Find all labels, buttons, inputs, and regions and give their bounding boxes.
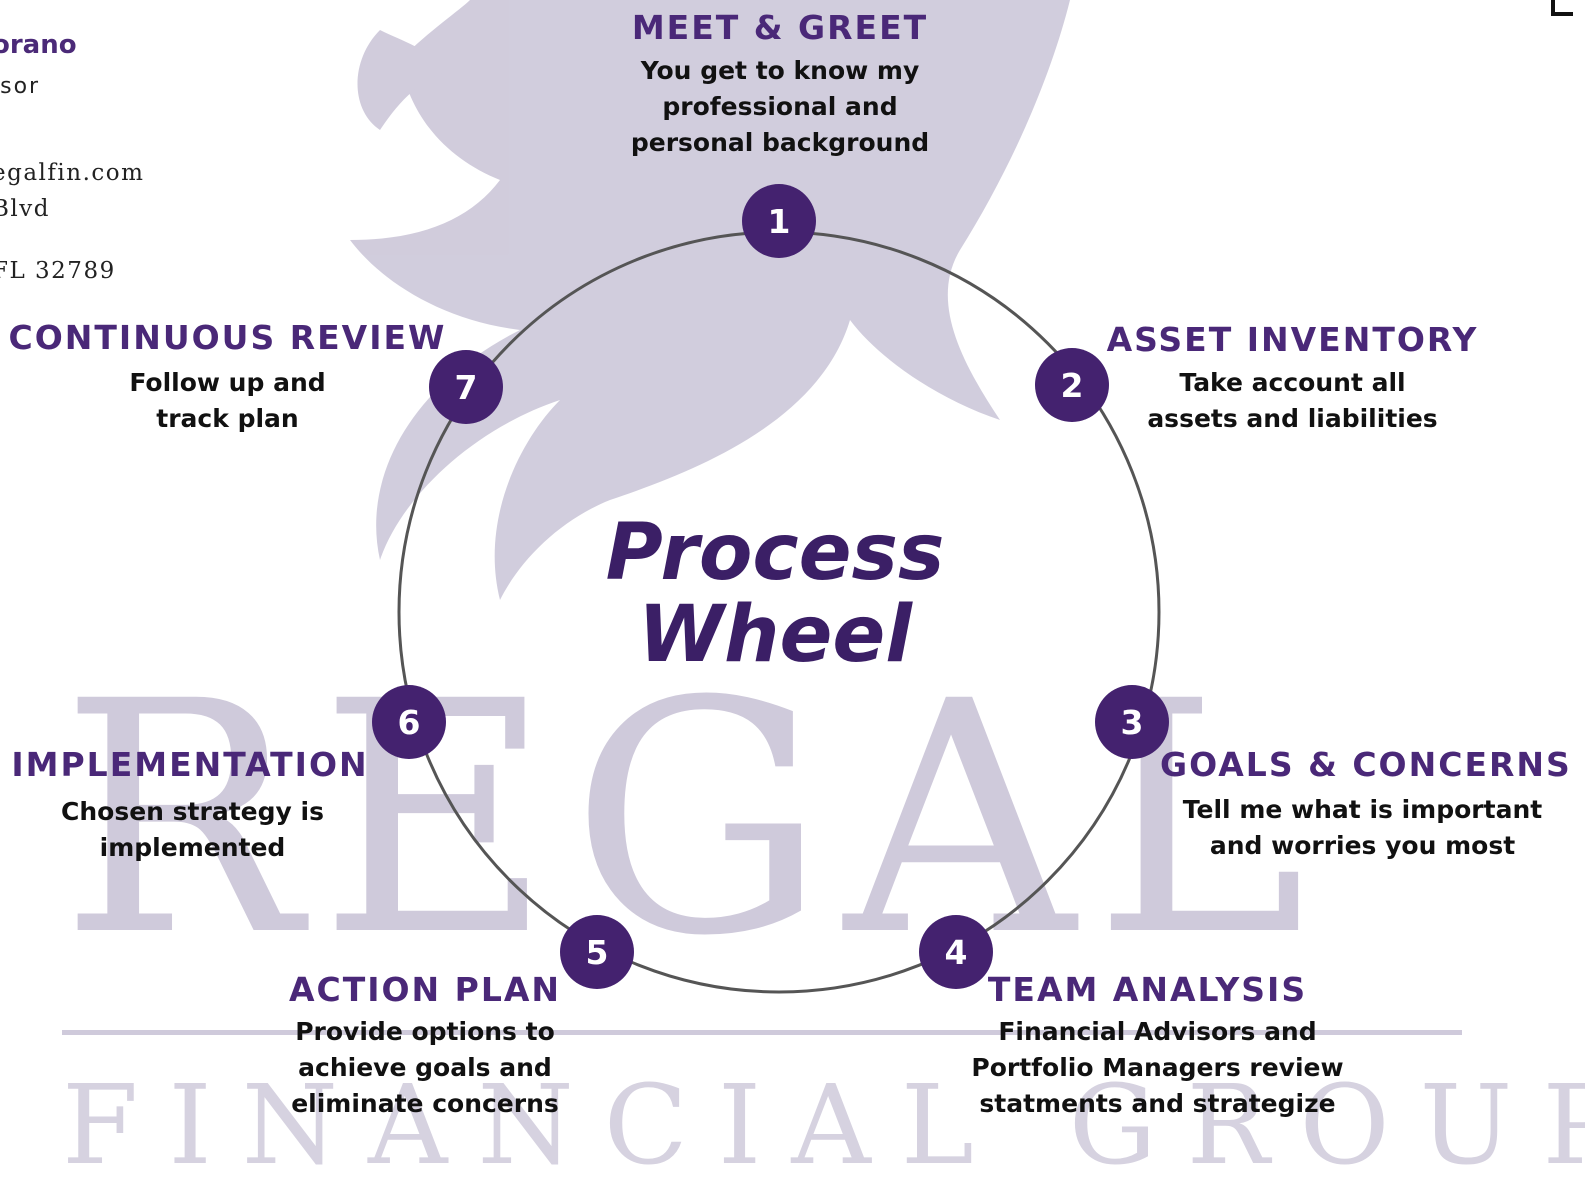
step-3-description: Tell me what is important and worries yo… [1182, 795, 1543, 860]
step-4-description: Financial Advisors and Portfolio Manager… [971, 1017, 1344, 1118]
corner-bracket-icon [1551, 0, 1573, 16]
step-5-number: 5 [586, 933, 609, 972]
step-2-number: 2 [1061, 366, 1084, 405]
center-title-line-2: Wheel [637, 590, 913, 680]
contact-email: egalfin.com [0, 160, 145, 186]
step-2-node: 2 [1035, 348, 1109, 422]
step-7-title: CONTINUOUS REVIEW [8, 318, 447, 357]
step-1-description: You get to know my professional and pers… [630, 56, 930, 157]
step-7-number: 7 [455, 368, 478, 407]
wheel-nodes: 1 2 3 4 5 6 7 [372, 184, 1169, 989]
step-5-node: 5 [560, 915, 634, 989]
step-5-title: ACTION PLAN [288, 970, 562, 1009]
step-2-node-circle [1035, 348, 1109, 422]
step-3-number: 3 [1121, 703, 1144, 742]
watermark-financial-group: FINANCIAL GROUP [62, 1061, 1585, 1178]
step-6-node-circle [372, 685, 446, 759]
center-title: Process Wheel [570, 512, 980, 676]
step-7-node-circle [429, 350, 503, 424]
step-3-node: 3 [1095, 685, 1169, 759]
step-1-number: 1 [768, 202, 791, 241]
contact-street: Blvd [0, 196, 50, 222]
step-6-description: Chosen strategy is implemented [61, 797, 324, 862]
contact-title: isor [0, 74, 41, 99]
step-3-node-circle [1095, 685, 1169, 759]
step-5-description: Provide options to achieve goals and eli… [291, 1017, 559, 1118]
step-4-number: 4 [945, 933, 968, 972]
center-title-line-1: Process [605, 508, 945, 598]
step-4-node-circle [919, 915, 993, 989]
step-4-node: 4 [919, 915, 993, 989]
watermark-divider [62, 1030, 1462, 1035]
step-7-description: Follow up and track plan [129, 368, 326, 433]
contact-name: orano [0, 30, 77, 60]
step-1-node-circle [742, 184, 816, 258]
step-2-title: ASSET INVENTORY [1106, 320, 1479, 359]
step-6-number: 6 [398, 703, 421, 742]
step-1-title: MEET & GREET [631, 8, 929, 47]
step-3-title: GOALS & CONCERNS [1160, 745, 1572, 784]
step-1-node: 1 [742, 184, 816, 258]
step-5-node-circle [560, 915, 634, 989]
step-2-description: Take account all assets and liabilities [1147, 368, 1438, 433]
step-6-title: IMPLEMENTATION [11, 745, 369, 784]
contact-city: FL 32789 [0, 258, 116, 284]
step-4-title: TEAM ANALYSIS [987, 970, 1308, 1009]
step-7-node: 7 [429, 350, 503, 424]
step-6-node: 6 [372, 685, 446, 759]
